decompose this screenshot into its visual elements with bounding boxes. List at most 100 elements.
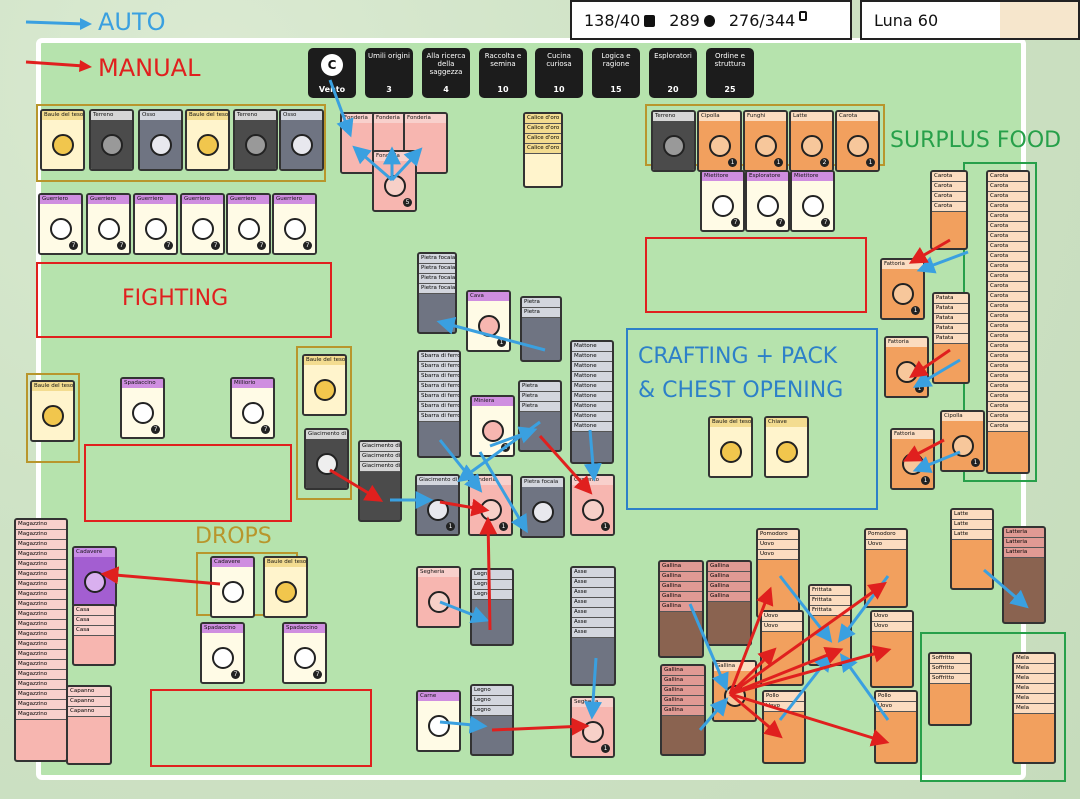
card-osso[interactable]: Osso bbox=[138, 109, 183, 171]
stack-calice[interactable]: Calice d'oro Calice d'oro Calice d'oro C… bbox=[523, 112, 563, 188]
stack-uovo-1[interactable]: Pomodoro Uovo Uovo bbox=[756, 528, 800, 618]
pack-ordine[interactable]: Ordine e struttura 25 bbox=[706, 48, 754, 98]
coin-icon bbox=[703, 14, 715, 27]
chest-icon bbox=[314, 379, 336, 401]
card-osso[interactable]: Osso bbox=[279, 109, 324, 171]
card-terreno[interactable]: Terreno bbox=[651, 110, 696, 172]
stack-carota[interactable]: Carota Carota Carota Carota bbox=[930, 170, 968, 250]
pack-cost: 4 bbox=[443, 85, 449, 94]
stack-magazzino[interactable]: Magazzino Magazzino Magazzino Magazzino … bbox=[14, 518, 68, 762]
card-baule-craft[interactable]: Baule del tesoro bbox=[708, 416, 753, 478]
stack-latteria[interactable]: Latte Latte Latte bbox=[950, 508, 994, 590]
chest-icon bbox=[52, 134, 74, 156]
villager-icon bbox=[98, 218, 120, 240]
card-chiave[interactable]: Chiave bbox=[764, 416, 809, 478]
stack-pietra-focaia[interactable]: Pietra focaia Pietra focaia Pietra focai… bbox=[417, 252, 457, 334]
chest-icon bbox=[275, 581, 297, 603]
card-baule-mid[interactable]: Baule del tesoro bbox=[302, 354, 347, 416]
stack-capanno[interactable]: Capanno Capanno Capanno bbox=[66, 685, 112, 765]
card-carne[interactable]: Carne bbox=[416, 690, 461, 752]
stack-uovo-3[interactable]: Uovo Uovo bbox=[760, 610, 804, 686]
card-giacimento[interactable]: Giacimento di ferro bbox=[304, 428, 349, 490]
stack-gallina-1[interactable]: Gallina Gallina Gallina Gallina Gallina bbox=[658, 560, 704, 658]
card-baule-drop[interactable]: Baule del tesoro bbox=[263, 556, 308, 618]
stack-legno[interactable]: Legno Legno Legno bbox=[470, 568, 514, 646]
card-pietra-focaia[interactable]: Pietra focaia bbox=[520, 476, 565, 538]
stack-mattone[interactable]: Mattone Mattone Mattone Mattone Mattone … bbox=[570, 340, 614, 464]
card-cimitero[interactable]: Cadavere bbox=[72, 546, 117, 608]
stack-uovo-2[interactable]: Pomodoro Uovo bbox=[864, 528, 908, 608]
stack-gallina-3[interactable]: Gallina Gallina Gallina Gallina Gallina bbox=[660, 664, 706, 756]
stack-asse[interactable]: Asse Asse Asse Asse Asse Asse Asse bbox=[570, 566, 616, 686]
crafting-label: CRAFTING + PACK & CHEST OPENING bbox=[638, 340, 843, 408]
pack-umili-origini[interactable]: Umili origini 3 bbox=[365, 48, 413, 98]
stack-sbarra-ferro[interactable]: Sbarra di ferro Sbarra di ferro Sbarra d… bbox=[417, 350, 461, 458]
auto-legend-arrowhead bbox=[80, 18, 92, 30]
card-giacimento-ferro[interactable]: Giacimento di ferro1 bbox=[415, 474, 460, 536]
stack-frittata[interactable]: Frittata Frittata Frittata bbox=[808, 584, 852, 666]
pack-saggezza[interactable]: Alla ricerca della saggezza 4 bbox=[422, 48, 470, 98]
card-gallina-hub[interactable]: Gallina bbox=[712, 660, 757, 722]
stack-gallina-2[interactable]: Gallina Gallina Gallina Gallina bbox=[706, 560, 752, 646]
stack-pollo-1[interactable]: Pollo Uovo bbox=[762, 690, 806, 764]
fighting-label: FIGHTING bbox=[122, 286, 229, 311]
card-icon bbox=[799, 10, 808, 21]
carrot-icon bbox=[847, 135, 869, 157]
stack-carota-surplus[interactable]: Carota Carota Carota Carota Carota Carot… bbox=[986, 170, 1030, 474]
stack-soffritto[interactable]: Soffritto Soffritto Soffritto bbox=[928, 652, 972, 726]
card-baule-left[interactable]: Baule del tesoro bbox=[30, 380, 75, 442]
pack-raccolta[interactable]: Raccolta e semina 10 bbox=[479, 48, 527, 98]
stack-patata[interactable]: Patata Patata Patata Patata Patata bbox=[932, 292, 970, 384]
card-terreno[interactable]: Terreno bbox=[89, 109, 134, 171]
stack-pietra[interactable]: Pietra Pietra bbox=[520, 296, 562, 362]
card-cadavere[interactable]: Cadavere bbox=[210, 556, 255, 618]
ore-icon bbox=[427, 499, 449, 521]
coin-count: 289 bbox=[669, 11, 715, 30]
stack-legno-2[interactable]: Legno Legno Legno bbox=[470, 684, 514, 756]
stack-pietra-2[interactable]: Pietra Pietra Pietra bbox=[518, 380, 562, 452]
stack-mucca[interactable]: Latteria Latteria Latteria bbox=[1002, 526, 1046, 624]
pack-vento[interactable]: C Vento bbox=[308, 48, 356, 98]
stack-uovo-4[interactable]: Uovo Uovo bbox=[870, 610, 914, 688]
card-baule[interactable]: Baule del tesoro bbox=[40, 109, 85, 171]
carrot-icon bbox=[892, 283, 914, 305]
stack-giacimento[interactable]: Giacimento di ferro Giacimento di ferro … bbox=[358, 440, 402, 522]
card-baule[interactable]: Baule del tesoro bbox=[185, 109, 230, 171]
moon-timer[interactable]: Luna 60 bbox=[860, 0, 1080, 40]
card-segheria-tree[interactable]: Segheria bbox=[416, 566, 461, 628]
stack-mela[interactable]: Mela Mela Mela Mela Mela Mela bbox=[1012, 652, 1056, 764]
stack-casa[interactable]: Casa Casa Casa bbox=[72, 604, 116, 666]
pack-esploratori[interactable]: Esploratori 20 bbox=[649, 48, 697, 98]
card-terreno[interactable]: Terreno bbox=[233, 109, 278, 171]
pack-cucina[interactable]: Cucina curiosa 10 bbox=[535, 48, 583, 98]
stack-pollo-2[interactable]: Pollo Uovo bbox=[874, 690, 918, 764]
pack-logica[interactable]: Logica e ragione 15 bbox=[592, 48, 640, 98]
